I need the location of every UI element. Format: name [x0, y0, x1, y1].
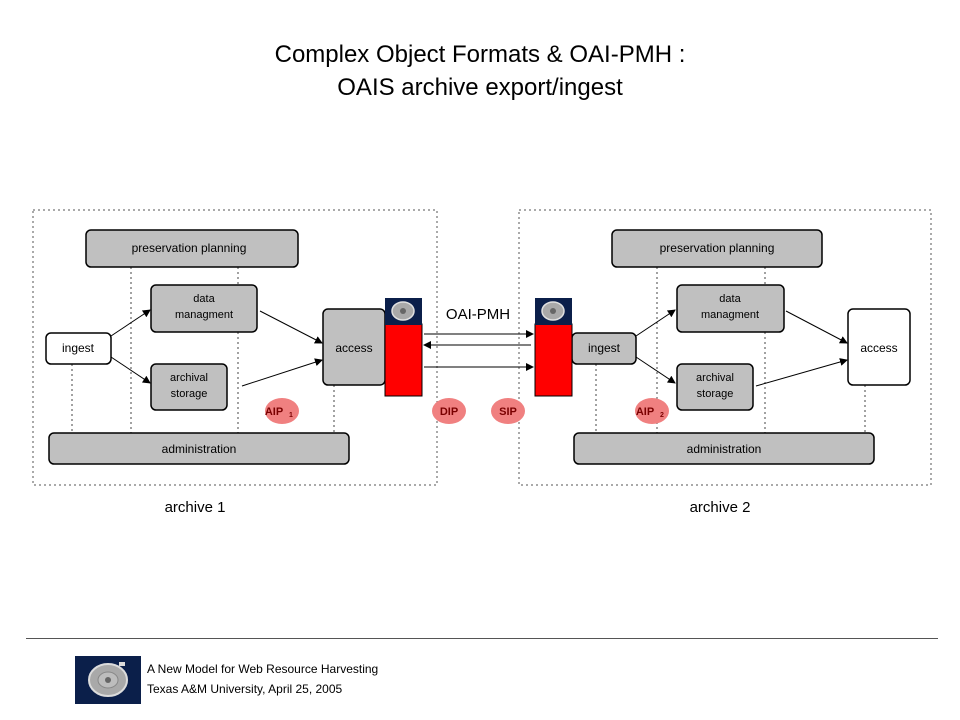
data-management-label-1a: data	[193, 293, 215, 305]
aip2-subscript: 2	[660, 412, 664, 419]
dip-label: DIP	[440, 406, 458, 418]
archive-2-boundary	[518, 209, 932, 486]
data-management-label-2a: data	[719, 293, 741, 305]
sip-badge-shape	[491, 398, 525, 424]
aip2-badge-shape	[635, 398, 669, 424]
preservation-planning-label-2: preservation planning	[660, 241, 775, 255]
administration-label-1: administration	[162, 442, 237, 456]
footer-logo	[75, 656, 141, 704]
aip1-label: AIP	[265, 406, 283, 418]
export-package-bar	[384, 323, 423, 397]
administration-box-2	[573, 432, 875, 465]
ingest-label-1: ingest	[62, 341, 95, 355]
archival-storage-label-2a: archival	[696, 372, 734, 384]
ingest-label-2: ingest	[588, 341, 621, 355]
archival-storage-label-1b: storage	[171, 388, 208, 400]
aip1-badge-shape	[265, 398, 299, 424]
archival-storage-label-1a: archival	[170, 372, 208, 384]
archive-1-arrows	[110, 309, 323, 387]
archive-2-label: archive 2	[690, 499, 751, 516]
dip-badge-shape	[432, 398, 466, 424]
package-export	[384, 298, 423, 397]
data-management-box-1	[150, 284, 258, 333]
package-import	[534, 298, 573, 397]
dip-badge: DIP	[432, 398, 466, 424]
import-package-bar	[534, 323, 573, 397]
archive-2: preservation planning data managment arc…	[518, 209, 932, 516]
archival-storage-label-2b: storage	[697, 388, 734, 400]
access-box-2	[847, 308, 911, 386]
sip-label: SIP	[499, 406, 517, 418]
archival-storage-box-1	[150, 363, 228, 411]
export-package-icon-hub	[400, 308, 406, 314]
archive-1-label: archive 1	[165, 499, 226, 516]
aip2-label: AIP	[636, 406, 654, 418]
aip2-badge: AIP 2	[635, 398, 669, 424]
aip1-badge: AIP 1	[265, 398, 299, 424]
title-line-1: Complex Object Formats & OAI-PMH :	[274, 41, 686, 68]
oai-pmh-label: OAI-PMH	[446, 306, 510, 323]
access-label-1: access	[335, 341, 372, 355]
title-line-2: OAIS archive export/ingest	[337, 74, 623, 101]
administration-label-2: administration	[687, 442, 762, 456]
archive-2-arrows	[635, 309, 848, 387]
data-management-box-2	[676, 284, 785, 333]
import-package-icon-hub	[550, 308, 556, 314]
preservation-planning-label-1: preservation planning	[132, 241, 247, 255]
preservation-planning-box-1	[85, 229, 299, 268]
logo-icon	[75, 656, 141, 704]
archive-1-boundary	[32, 209, 438, 486]
access-label-2: access	[860, 341, 897, 355]
slide-title: Complex Object Formats & OAI-PMH : OAIS …	[0, 38, 960, 104]
archive-1-dotted-links	[71, 267, 335, 433]
archival-storage-box-2	[676, 363, 754, 411]
preservation-planning-box-2	[611, 229, 823, 268]
footer-line-2: Texas A&M University, April 25, 2005	[147, 682, 343, 696]
data-management-label-1b: managment	[175, 309, 233, 321]
archive-1: preservation planning data managment arc…	[32, 209, 438, 516]
ingest-box-1	[45, 332, 112, 365]
archive-2-dotted-links	[595, 267, 866, 433]
data-management-label-2b: managment	[701, 309, 759, 321]
footer-divider	[26, 638, 938, 639]
administration-box-1	[48, 432, 350, 465]
oai-pmh-arrows	[423, 330, 534, 371]
aip1-subscript: 1	[289, 412, 293, 419]
sip-badge: SIP	[491, 398, 525, 424]
footer-line-1: A New Model for Web Resource Harvesting	[147, 662, 379, 676]
